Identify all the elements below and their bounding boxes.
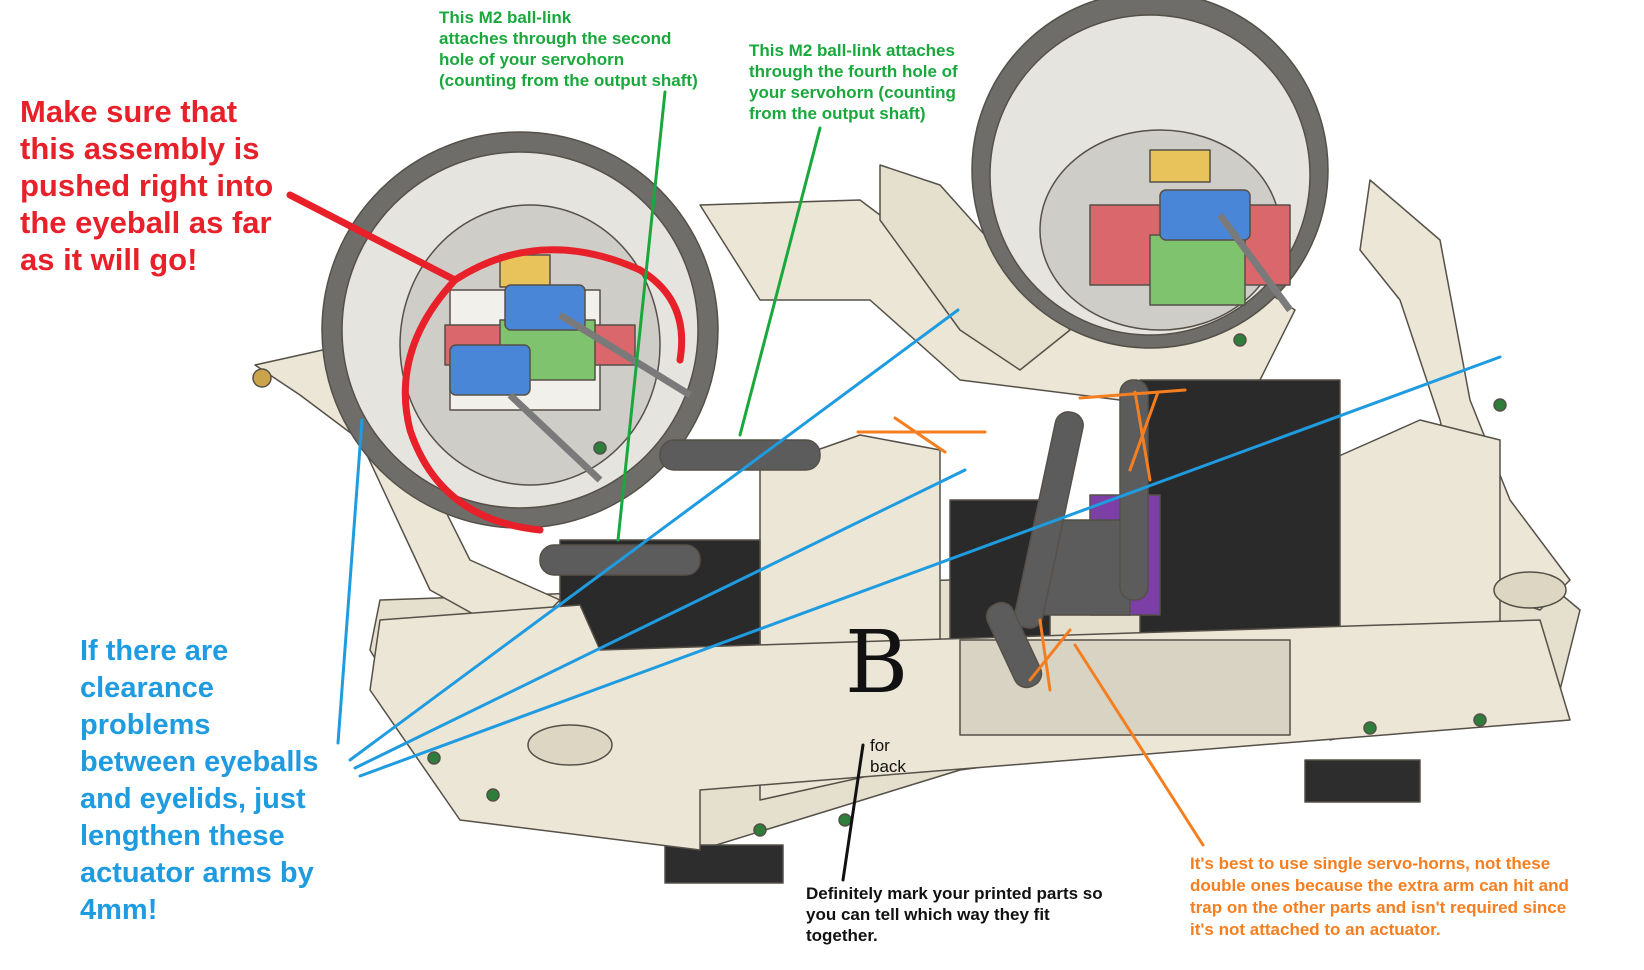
pivot-hole [252, 368, 272, 388]
mount-hole [1363, 721, 1377, 735]
rear-cross-frame-2 [879, 164, 1071, 371]
foot-left [664, 844, 784, 884]
embossed-logo-left [527, 724, 613, 766]
blue-leader-2 [348, 308, 960, 762]
servo-horn-front-diagonal [985, 601, 1043, 689]
annotation-strokes [286, 90, 1502, 882]
mount-hole [486, 788, 500, 802]
black-leader [841, 743, 865, 882]
blue-note-clearance: If there are clearance problems between … [80, 635, 319, 926]
servo-horn-left-upper [659, 439, 821, 471]
mount-hole [593, 441, 607, 455]
black-note-mark-parts: Definitely mark your printed parts so yo… [806, 884, 1103, 945]
mount-hole [1473, 713, 1487, 727]
green-leader-1 [616, 90, 667, 542]
handwritten-caption-for-back: for back [870, 736, 906, 776]
orange-note-single-horns: It's best to use single servo-horns, not… [1190, 854, 1569, 939]
mount-hole [753, 823, 767, 837]
blue-leader-4 [358, 355, 1502, 778]
blue-leader-3 [353, 468, 967, 770]
mount-hole [1493, 398, 1507, 412]
handwritten-letter-b: B [845, 613, 909, 713]
blue-leader-1 [336, 418, 364, 745]
embossed-logo-right [1493, 571, 1567, 609]
foot-right [1304, 759, 1421, 803]
orange-x-marks [856, 388, 1187, 692]
mechanism-model [252, 0, 1581, 884]
red-note-push-assembly: Make sure that this assembly is pushed r… [20, 94, 274, 277]
red-arc-marker [286, 191, 686, 534]
green-note-second-hole: This M2 ball-link attaches through the s… [439, 8, 698, 90]
green-note-fourth-hole: This M2 ball-link attaches through the f… [749, 41, 958, 123]
right-rear-frame [1359, 179, 1571, 611]
green-leader-2 [738, 126, 822, 437]
servo-horn-center-vertical [1014, 411, 1084, 629]
mount-hole [427, 751, 441, 765]
mount-hole [1233, 333, 1247, 347]
orange-leader [1073, 643, 1205, 847]
mount-hole [838, 813, 852, 827]
left-eyeball [321, 131, 719, 529]
right-eyeball [971, 0, 1329, 349]
